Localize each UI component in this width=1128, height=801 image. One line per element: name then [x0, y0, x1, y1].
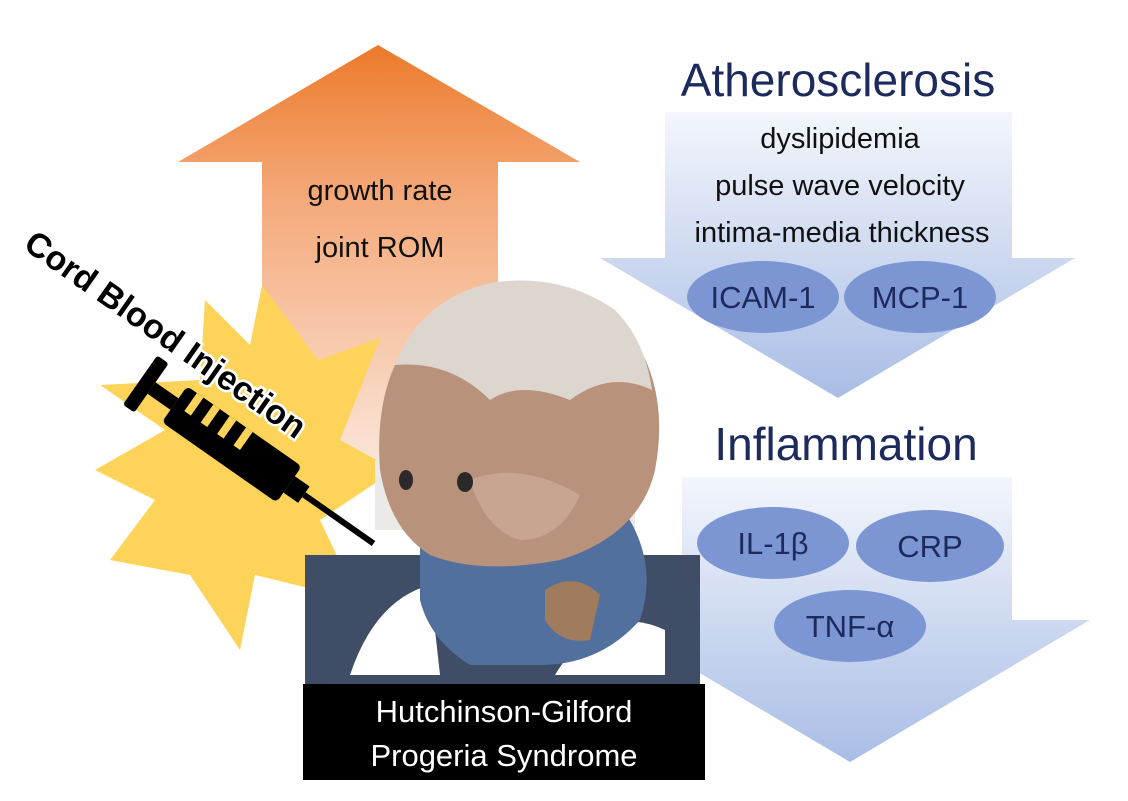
marker-tnf-a: TNF-α [774, 590, 926, 662]
atherosclerosis-title: Atherosclerosis [681, 54, 995, 106]
marker-icam-1: ICAM-1 [687, 261, 839, 333]
svg-text:IL-1β: IL-1β [737, 526, 808, 561]
svg-text:CRP: CRP [897, 529, 962, 564]
inflammation-title: Inflammation [714, 418, 977, 470]
metric-pulse-wave-velocity: pulse wave velocity [715, 170, 965, 202]
svg-text:ICAM-1: ICAM-1 [710, 280, 815, 315]
metric-dyslipidemia: dyslipidemia [760, 123, 920, 155]
caption-line-2: Progeria Syndrome [370, 738, 637, 773]
syringe-icon [124, 356, 376, 546]
marker-crp: CRP [856, 510, 1004, 582]
marker-mcp-1: MCP-1 [844, 261, 996, 333]
patient-photo [305, 280, 700, 685]
marker-il-1b: IL-1β [697, 507, 849, 579]
svg-text:TNF-α: TNF-α [806, 609, 895, 644]
increase-item-growth-rate: growth rate [307, 175, 452, 207]
caption-line-1: Hutchinson-Gilford [376, 694, 633, 729]
svg-text:MCP-1: MCP-1 [872, 280, 968, 315]
increase-item-joint-rom: joint ROM [315, 232, 445, 264]
caption-box: Hutchinson-Gilford Progeria Syndrome [303, 684, 705, 780]
metric-intima-media-thickness: intima-media thickness [695, 217, 990, 249]
